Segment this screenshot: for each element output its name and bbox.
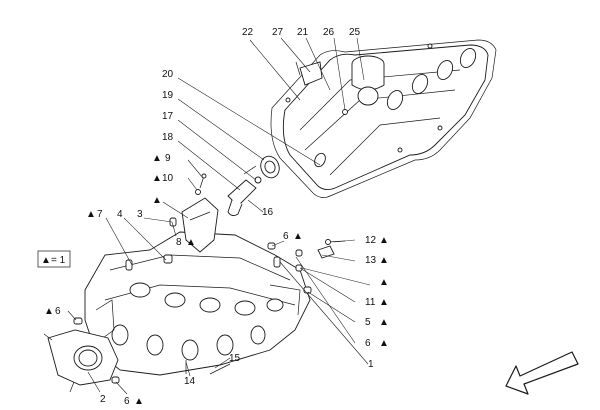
callout-6-upper: 6 [283,231,289,242]
callout-27: 27 [272,27,284,38]
callout-14: 14 [184,376,196,387]
callout-4: 4 [117,209,123,220]
arrow-down-left-outline-icon [505,351,579,395]
legend-text: = 1 [51,255,66,266]
head-gasket [43,329,119,393]
callout-2: 2 [100,394,106,405]
triangle-mark-solo-b: ▲ [379,277,389,288]
legend: ▲ = 1 [37,250,71,268]
triangle-mark-6-right: ▲ [379,338,389,349]
callout-1: 1 [368,359,374,370]
small-bolts-9-10 [195,173,207,195]
callout-11: 11 [365,297,376,308]
callout-16: 16 [262,207,274,218]
callout-10: 10 [162,173,174,184]
triangle-mark-10: ▲ [152,173,162,184]
triangle-mark-13: ▲ [379,255,389,266]
callout-8: 8 [176,237,182,248]
triangle-mark-6-bottom: ▲ [134,396,144,407]
callout-labels: 22 27 21 26 25 20 19 17 18 ▲ 9 ▲ 10 ▲ 16… [44,27,389,407]
triangle-mark-7: ▲ [86,209,96,220]
callout-17: 17 [162,111,174,122]
callout-13: 13 [365,255,377,266]
callout-15: 15 [229,353,241,364]
solenoid-valve [227,165,262,217]
triangle-mark-5: ▲ [379,317,389,328]
cylinder-head-cover [270,39,497,198]
callout-6-right: 6 [365,338,371,349]
callout-20: 20 [162,69,174,80]
cylinder-head [84,197,311,376]
legend-symbol: ▲ [41,255,51,266]
triangle-mark-12: ▲ [379,235,389,246]
callout-18: 18 [162,132,174,143]
triangle-mark-9: ▲ [152,153,162,164]
callout-5: 5 [365,317,371,328]
callout-12: 12 [365,235,377,246]
callout-7: 7 [97,209,103,220]
triangle-mark-solo-a: ▲ [152,195,162,206]
callout-22: 22 [242,27,254,38]
callout-19: 19 [162,90,174,101]
callout-3: 3 [137,209,143,220]
callout-6-bottom: 6 [124,396,130,407]
triangle-mark-8: ▲ [186,237,196,248]
callout-6-left: 6 [55,306,61,317]
callout-26: 26 [323,27,335,38]
leader-lines [67,37,371,395]
callout-9: 9 [165,153,171,164]
callout-21: 21 [297,27,309,38]
triangle-mark-11: ▲ [379,297,389,308]
triangle-mark-6-left: ▲ [44,306,54,317]
triangle-mark-6-upper: ▲ [293,231,303,242]
seal-ring [260,155,280,179]
callout-25: 25 [349,27,361,38]
